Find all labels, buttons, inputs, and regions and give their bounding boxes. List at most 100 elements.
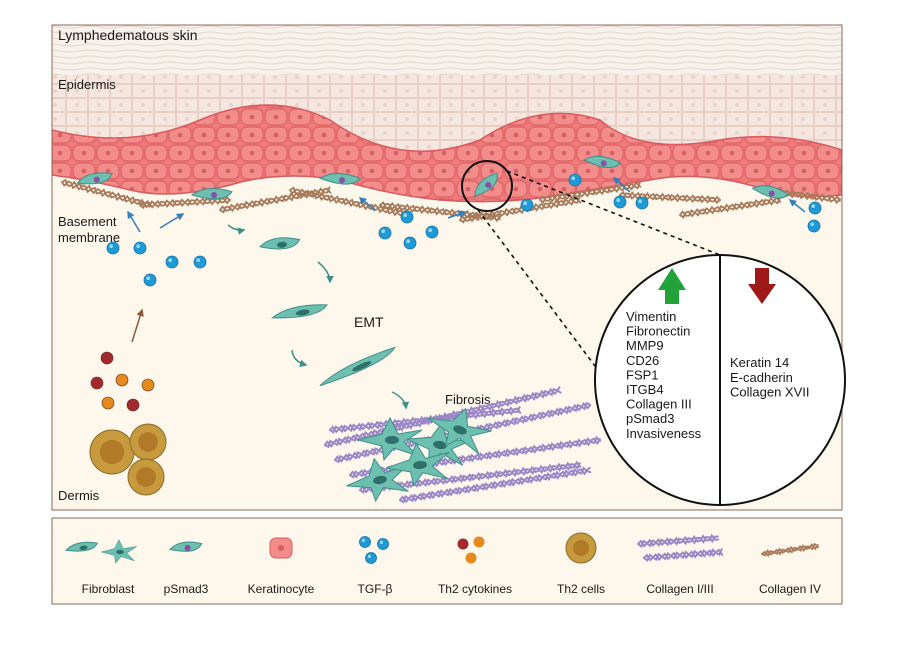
emt-step-arrow <box>227 224 246 235</box>
tgf-beta-dot <box>106 241 120 255</box>
activated-fibroblast <box>357 416 423 462</box>
th2-cells-icon <box>565 532 597 564</box>
legend-item: Keratinocyte <box>248 537 315 596</box>
tgf-signal-arrow <box>612 177 631 193</box>
legend-label: Collagen IV <box>759 582 821 596</box>
tgf-beta-dot <box>403 236 417 250</box>
tgf-beta-dot <box>807 219 821 233</box>
collagen-iv-fiber <box>679 196 782 219</box>
collagen-iv-fiber <box>459 196 582 224</box>
legend-item: Collagen I/III <box>637 533 724 596</box>
emt-label: EMT <box>354 314 384 330</box>
activated-fibroblast <box>346 457 409 503</box>
collagen-4-icon-fiber <box>761 542 820 558</box>
cytokine-release-arrow <box>131 308 144 343</box>
basement-label-line2: membrane <box>58 230 120 245</box>
th2-cell <box>127 458 165 496</box>
tgf-signal-arrow <box>159 213 185 229</box>
fibroblast-cell <box>319 346 396 387</box>
collagen-1-3-fiber <box>399 466 592 504</box>
fibroblast-cell <box>259 237 301 250</box>
th2-cytokines-icon <box>457 536 485 564</box>
zoom-line-top <box>506 170 721 256</box>
zoom-line-bottom <box>477 209 599 371</box>
collagen-iv-fiber <box>139 195 231 210</box>
collagen-iv-fiber <box>219 186 332 214</box>
legend-item: Th2 cells <box>557 532 605 596</box>
th2-cytokine-dot <box>90 376 104 390</box>
legend-item: Collagen IV <box>759 542 821 596</box>
legend-item: Fibroblast <box>65 539 137 596</box>
th2-cytokine-dot <box>101 396 115 410</box>
emt-step-arrow <box>291 349 308 368</box>
fibrosis-label: Fibrosis <box>445 392 491 407</box>
psmad3-cell <box>751 185 790 199</box>
fibroblast-icon-star <box>101 539 137 564</box>
up-marker: pSmad3 <box>626 411 674 426</box>
legend-label: Collagen I/III <box>646 582 713 596</box>
stratum-corneum <box>52 25 842 75</box>
legend-item: Th2 cytokines <box>438 536 512 596</box>
fibroblast-icon-cell <box>65 541 99 552</box>
psmad3-cell <box>583 155 622 168</box>
collagen-1-3-icon-fiber <box>643 548 724 562</box>
legend-label: Th2 cytokines <box>438 582 512 596</box>
up-arrow-icon <box>658 268 686 304</box>
tgf-beta-dot <box>133 241 147 255</box>
psmad3-icon-cell <box>169 541 203 552</box>
down-marker: Keratin 14 <box>730 355 789 370</box>
fibroblast-cell <box>271 304 328 319</box>
collagen-1-3-fiber <box>329 406 522 434</box>
tgf-beta-dot <box>613 195 627 209</box>
fibroblast-icon <box>65 539 137 564</box>
up-marker: Vimentin <box>626 309 676 324</box>
collagen-iv-fiber <box>61 178 152 209</box>
tgf-beta-dot <box>193 255 207 269</box>
legend-label: Fibroblast <box>82 582 135 596</box>
emt-step-arrow <box>317 261 334 284</box>
up-marker: FSP1 <box>626 367 659 382</box>
up-marker: Collagen III <box>626 397 692 412</box>
th2-cytokine-dot <box>141 378 155 392</box>
down-marker: E-cadherin <box>730 370 793 385</box>
tgf-beta-dot <box>378 226 392 240</box>
activated-fibroblast <box>427 407 492 455</box>
psmad3-cell <box>190 188 233 200</box>
fibroblast-cells <box>76 155 790 503</box>
psmad3-cell <box>474 172 498 198</box>
th2-cytokine-dot <box>100 351 114 365</box>
collagen-1-3-icon-fiber <box>637 533 720 548</box>
collagen-4-icon <box>761 542 820 558</box>
activated-fibroblast <box>385 442 450 487</box>
main-panel-border <box>51 24 843 511</box>
tgf-beta-dot <box>568 173 582 187</box>
basement-label-line1: Basement <box>58 214 117 229</box>
tgf-signal-arrow <box>788 199 806 213</box>
keratinocyte-icon <box>269 537 293 559</box>
tgf-beta-icon <box>359 536 389 564</box>
th2-group <box>89 351 167 496</box>
psmad3-icon <box>169 541 203 552</box>
legend-box <box>51 517 843 605</box>
th2-cell <box>129 423 167 461</box>
legend-label: Th2 cells <box>557 582 605 596</box>
collagen-1-3-icon <box>637 533 724 562</box>
upregulated-markers-list: VimentinFibronectinMMP9CD26FSP1ITGB4Coll… <box>626 309 702 441</box>
psmad3-cell <box>318 172 362 185</box>
legend-item: pSmad3 <box>164 541 209 596</box>
tgf-beta-dot <box>635 196 649 210</box>
th2-cytokine-dot <box>126 398 140 412</box>
psmad3-cell <box>76 172 113 185</box>
th2-cytokine-dot <box>115 373 129 387</box>
legend-item: TGF-β <box>358 536 393 596</box>
tgf-beta-molecules <box>106 173 822 287</box>
tgf-beta-dot <box>165 255 179 269</box>
emt-step-arrow <box>391 391 410 410</box>
tgf-signal-arrow <box>358 197 376 211</box>
upper-epidermis <box>52 75 842 152</box>
tgf-beta-dot <box>520 198 534 212</box>
up-marker: MMP9 <box>626 338 664 353</box>
